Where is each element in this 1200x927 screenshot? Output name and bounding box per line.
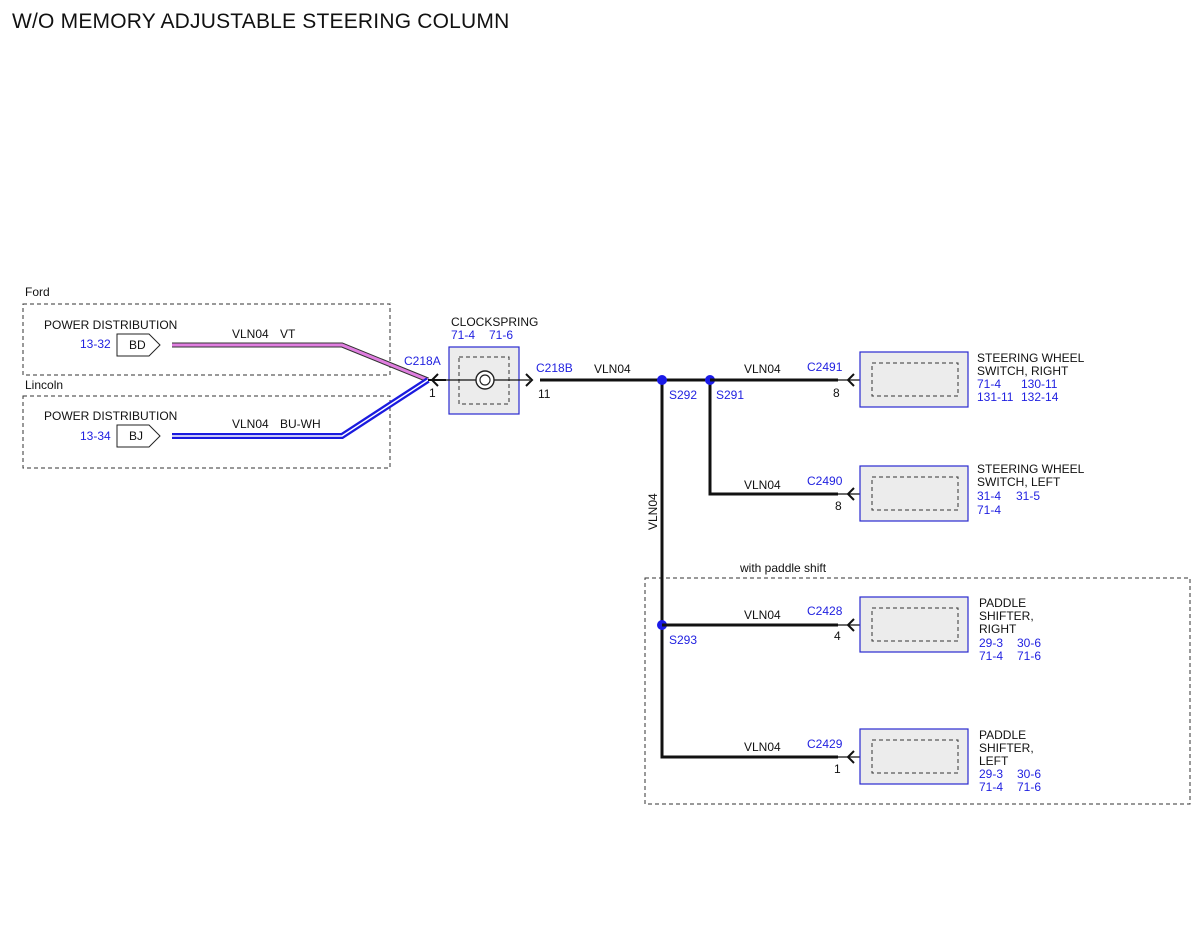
c218a-arrow [430, 373, 439, 387]
pin-tag-bj [116, 424, 161, 448]
power-distribution-lincoln-label: POWER DISTRIBUTION [44, 409, 177, 423]
splice-s292[interactable] [657, 375, 667, 385]
component-c2429-name-2: SHIFTER, [979, 741, 1034, 755]
wire-vln04-vt [172, 343, 429, 382]
connector-c2429-arrow-icon [846, 750, 855, 764]
connector-c2428-arrow-icon [846, 618, 855, 632]
component-c2428-ref-4[interactable]: 71-6 [1017, 649, 1041, 663]
component-c2491-ref-2[interactable]: 130-11 [1021, 377, 1058, 391]
connector-c2491-arrow-icon [846, 373, 855, 387]
paddle-shift-region-box [644, 577, 1191, 805]
wire-vln04-bu-wh-color: BU-WH [280, 417, 321, 431]
component-c2490-name-1: STEERING WHEEL [977, 462, 1085, 476]
component-c2429-ref-3[interactable]: 71-4 [979, 780, 1003, 794]
clockspring-coil-inner-icon [479, 374, 491, 386]
lincoln-region-box [22, 395, 391, 469]
wire-c2490-circuit: VLN04 [744, 478, 781, 492]
wire-s291-branch [708, 380, 838, 496]
pin-bj-label: BJ [129, 429, 143, 443]
c218a-label[interactable]: C218A [404, 354, 441, 368]
c218b-arrow [525, 373, 534, 387]
component-c2490-ref-1[interactable]: 31-4 [977, 489, 1001, 503]
wire-c2428-circuit: VLN04 [744, 608, 781, 622]
component-c2491-box[interactable] [859, 351, 969, 408]
wire-c2429-circuit: VLN04 [744, 740, 781, 754]
component-c2490-inner [871, 476, 959, 511]
pin-tag-bd [116, 333, 161, 357]
connector-c2429-pin: 1 [834, 762, 841, 776]
clockspring-ref-2[interactable]: 71-6 [489, 328, 513, 342]
wire-vertical-trunk [660, 380, 838, 759]
connector-c2429-label[interactable]: C2429 [807, 737, 843, 751]
connector-c2491-label[interactable]: C2491 [807, 360, 843, 374]
wire-c2491-circuit: VLN04 [744, 362, 781, 376]
pin-bd-label: BD [129, 338, 146, 352]
component-c2491-name-2: SWITCH, RIGHT [977, 364, 1069, 378]
component-c2428-name-1: PADDLE [979, 596, 1026, 610]
clockspring-coil-outer-icon [475, 370, 495, 390]
lincoln-region-label: Lincoln [25, 378, 63, 392]
splice-s292-label[interactable]: S292 [669, 388, 697, 402]
component-c2428-ref-1[interactable]: 29-3 [979, 636, 1003, 650]
clockspring-ref-1[interactable]: 71-4 [451, 328, 475, 342]
power-distribution-ford-ref[interactable]: 13-32 [80, 337, 111, 351]
component-c2429-ref-2[interactable]: 30-6 [1017, 767, 1041, 781]
power-distribution-ford-label: POWER DISTRIBUTION [44, 318, 177, 332]
connector-c2491-pin: 8 [833, 386, 840, 400]
ford-region-box [22, 303, 391, 376]
paddle-shift-region-label: with paddle shift [739, 561, 827, 575]
component-c2429-name-1: PADDLE [979, 728, 1026, 742]
component-c2428-name-3: RIGHT [979, 622, 1017, 636]
wire-vln04-vt-color: VT [280, 327, 296, 341]
component-c2490-box[interactable] [859, 465, 969, 522]
connector-c2490-label[interactable]: C2490 [807, 474, 843, 488]
wire-vln04-vt-circuit: VLN04 [232, 327, 269, 341]
component-c2428-inner [871, 607, 959, 642]
component-c2429-inner [871, 739, 959, 774]
component-c2490-ref-2[interactable]: 31-5 [1016, 489, 1040, 503]
connector-c2490-arrow-icon [846, 487, 855, 501]
wire-vertical-label: VLN04 [646, 493, 660, 530]
component-c2490-ref-3[interactable]: 71-4 [977, 503, 1001, 517]
component-c2491-name-1: STEERING WHEEL [977, 351, 1085, 365]
component-c2428-name-2: SHIFTER, [979, 609, 1034, 623]
component-c2429-ref-1[interactable]: 29-3 [979, 767, 1003, 781]
c218a-pin: 1 [429, 386, 436, 400]
component-c2491-ref-4[interactable]: 132-14 [1021, 390, 1059, 404]
page-title: W/O MEMORY ADJUSTABLE STEERING COLUMN [12, 10, 510, 33]
component-c2491-ref-3[interactable]: 131-11 [977, 390, 1014, 404]
component-c2429-box[interactable] [859, 728, 969, 785]
c218b-pin: 11 [538, 387, 551, 401]
component-c2428-ref-2[interactable]: 30-6 [1017, 636, 1041, 650]
wire-vln04-bu-wh-circuit: VLN04 [232, 417, 269, 431]
component-c2429-ref-4[interactable]: 71-6 [1017, 780, 1041, 794]
wire-main-vln04-label: VLN04 [594, 362, 631, 376]
connector-c2428-label[interactable]: C2428 [807, 604, 843, 618]
ford-region-label: Ford [25, 285, 50, 299]
component-c2428-box[interactable] [859, 596, 969, 653]
connector-c2428-pin: 4 [834, 629, 841, 643]
component-c2429-name-3: LEFT [979, 754, 1009, 768]
splice-s291-label[interactable]: S291 [716, 388, 744, 402]
connector-c2490-pin: 8 [835, 499, 842, 513]
component-c2490-name-2: SWITCH, LEFT [977, 475, 1061, 489]
power-distribution-lincoln-ref[interactable]: 13-34 [80, 429, 111, 443]
c218b-label[interactable]: C218B [536, 361, 573, 375]
splice-s293-label[interactable]: S293 [669, 633, 697, 647]
component-c2428-ref-3[interactable]: 71-4 [979, 649, 1003, 663]
clockspring-label: CLOCKSPRING [451, 315, 538, 329]
component-c2491-ref-1[interactable]: 71-4 [977, 377, 1001, 391]
component-c2491-inner [871, 362, 959, 397]
wire-vln04-bu-wh-stripe [172, 379, 429, 437]
